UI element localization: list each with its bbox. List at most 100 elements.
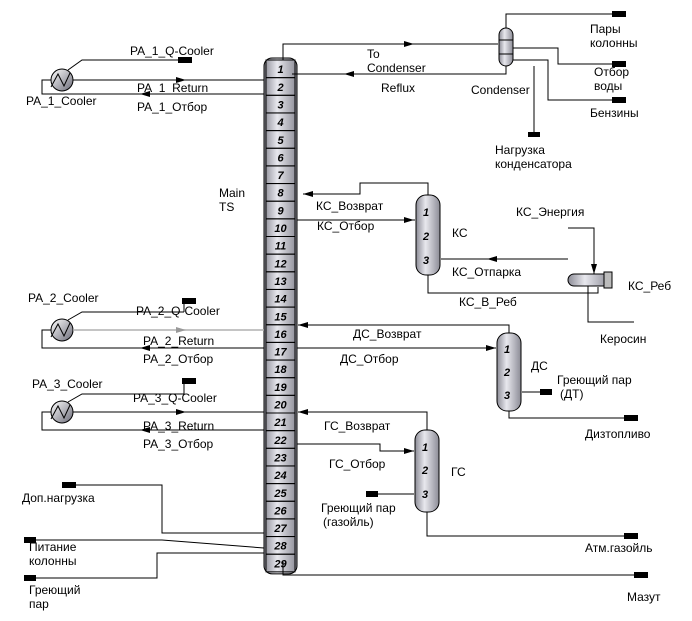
naphtha-line[interactable]	[513, 59, 620, 101]
energy-stream-icon	[528, 132, 540, 137]
pa1-cooler-icon[interactable]	[50, 68, 74, 92]
condenser-vessel[interactable]	[498, 27, 514, 67]
feed-label-2: колонны	[29, 554, 76, 568]
pa2-cooler-label: PA_2_Cooler	[28, 291, 99, 305]
steam-feed-label-2: пар	[29, 597, 49, 611]
ks-to-reboiler-label: КС_В_Реб	[459, 295, 517, 309]
gs-tray-1: 1	[422, 442, 428, 454]
main-tray-number: 24	[273, 470, 286, 482]
main-tray[interactable]	[265, 553, 296, 573]
steam-feed-line[interactable]	[30, 552, 264, 579]
ds-name: ДС	[531, 359, 548, 373]
arrow-head-icon	[298, 409, 308, 415]
water-draw-line[interactable]	[513, 47, 620, 65]
ks-reboiler-label: КС_Реб	[628, 279, 671, 293]
main-tray-number: 14	[274, 294, 286, 306]
arrow-head-icon	[404, 448, 414, 454]
gs-steam-label-2: (газойль)	[323, 515, 374, 529]
ks-draw-label: КС_Отбор	[317, 219, 375, 233]
ks-reboiler-icon[interactable]	[567, 271, 613, 289]
stream-end-icon	[624, 415, 638, 421]
arrow-head-icon	[344, 71, 354, 77]
gs-tray-2: 2	[421, 465, 428, 477]
pa1-q-cooler-label: PA_1_Q-Cooler	[130, 44, 214, 58]
vapor-product-label-2: колонны	[590, 36, 637, 50]
ks-stripping-label: КС_Отпарка	[452, 265, 521, 279]
gasoil-label: Атм.газойль	[585, 541, 652, 555]
main-tray-number: 6	[277, 152, 284, 164]
ks-energy-line[interactable]	[568, 227, 595, 274]
pa2-duty-line[interactable]	[67, 311, 184, 321]
feed-label: Питание	[29, 540, 77, 554]
ks-tray-3: 3	[423, 255, 429, 267]
main-tray-number: 7	[277, 170, 284, 182]
ks-energy-label: КС_Энергия	[516, 205, 584, 219]
pa3-cooler-label: PA_3_Cooler	[32, 377, 103, 391]
main-tray-number: 15	[274, 311, 287, 323]
kerosene-label: Керосин	[600, 332, 646, 346]
pa2-return-label: PA_2_Return	[143, 334, 214, 348]
main-tray-number: 1	[277, 64, 283, 76]
main-tray-number: 3	[277, 99, 283, 111]
ds-tray-1: 1	[504, 344, 510, 356]
ds-return-line[interactable]	[298, 324, 510, 333]
pa3-cooler-icon[interactable]	[50, 400, 74, 424]
pa1-duty-line[interactable]	[67, 59, 180, 71]
gs-stripper[interactable]: 1 2 3	[414, 429, 440, 513]
arrow-head-icon	[404, 41, 414, 47]
condenser-duty-label: Нагрузка	[495, 143, 545, 157]
diesel-line[interactable]	[508, 411, 632, 419]
gs-draw-label: ГС_Отбор	[329, 457, 386, 471]
condenser-duty-label-2: конденсатора	[495, 157, 572, 171]
stream-end-icon	[612, 61, 626, 67]
kerosene-line[interactable]	[587, 286, 634, 323]
main-column-label-2: TS	[219, 200, 234, 214]
main-tray-number: 4	[276, 117, 283, 129]
energy-stream-icon	[182, 378, 196, 384]
steam-feed-label: Греющий	[29, 583, 80, 597]
condenser-name: Condenser	[471, 83, 530, 97]
ks-return-line[interactable]	[303, 182, 429, 195]
stream-end-icon	[24, 575, 36, 581]
arrow-head-icon	[486, 345, 496, 351]
gasoil-line[interactable]	[426, 512, 632, 537]
arrow-head-icon	[591, 264, 597, 274]
gs-name: ГС	[451, 465, 466, 479]
pa3-q-cooler-label: PA_3_Q-Cooler	[133, 391, 217, 405]
pa1-draw-label: PA_1_Отбор	[137, 100, 208, 114]
vapor-product-line[interactable]	[505, 13, 620, 28]
pa1-cooler-label: PA_1_Cooler	[26, 94, 97, 108]
arrow-head-icon	[140, 91, 150, 97]
main-tray-number: 25	[273, 488, 287, 500]
pa3-draw-line[interactable]	[41, 411, 264, 431]
reflux-line[interactable]	[292, 66, 507, 75]
pa2-draw-line[interactable]	[41, 329, 264, 349]
feed-line[interactable]	[30, 539, 265, 549]
main-column[interactable]: 1234567891011121314151617181920212223242…	[263, 57, 298, 575]
overhead-vapor-line[interactable]	[282, 43, 498, 60]
arrow-head-icon	[303, 191, 313, 197]
stream-end-icon	[634, 572, 648, 578]
energy-stream-icon	[182, 298, 196, 304]
main-tray-number: 8	[277, 188, 284, 200]
bottoms-line[interactable]	[282, 562, 640, 576]
extra-load-line[interactable]	[76, 484, 264, 534]
ks-stripper[interactable]: 1 2 3	[415, 194, 441, 276]
pa3-return-label: PA_3_Return	[143, 419, 214, 433]
pa1-draw-line[interactable]	[41, 79, 264, 95]
ds-stripper[interactable]: 1 2 3	[496, 332, 522, 412]
gs-return-line[interactable]	[298, 411, 428, 430]
gs-draw-line[interactable]	[297, 443, 414, 452]
ks-to-reboiler-line[interactable]	[427, 275, 599, 294]
ds-return-label: ДС_Возврат	[353, 327, 422, 341]
pa2-cooler-icon[interactable]	[50, 318, 74, 342]
main-tray-number: 10	[274, 223, 287, 235]
stream-end-icon	[612, 11, 626, 17]
main-tray-number: 9	[277, 205, 284, 217]
pa3-duty-line[interactable]	[67, 393, 184, 403]
main-tray-number: 27	[273, 523, 287, 535]
arrow-head-icon	[176, 409, 186, 415]
main-tray-number: 21	[273, 417, 286, 429]
